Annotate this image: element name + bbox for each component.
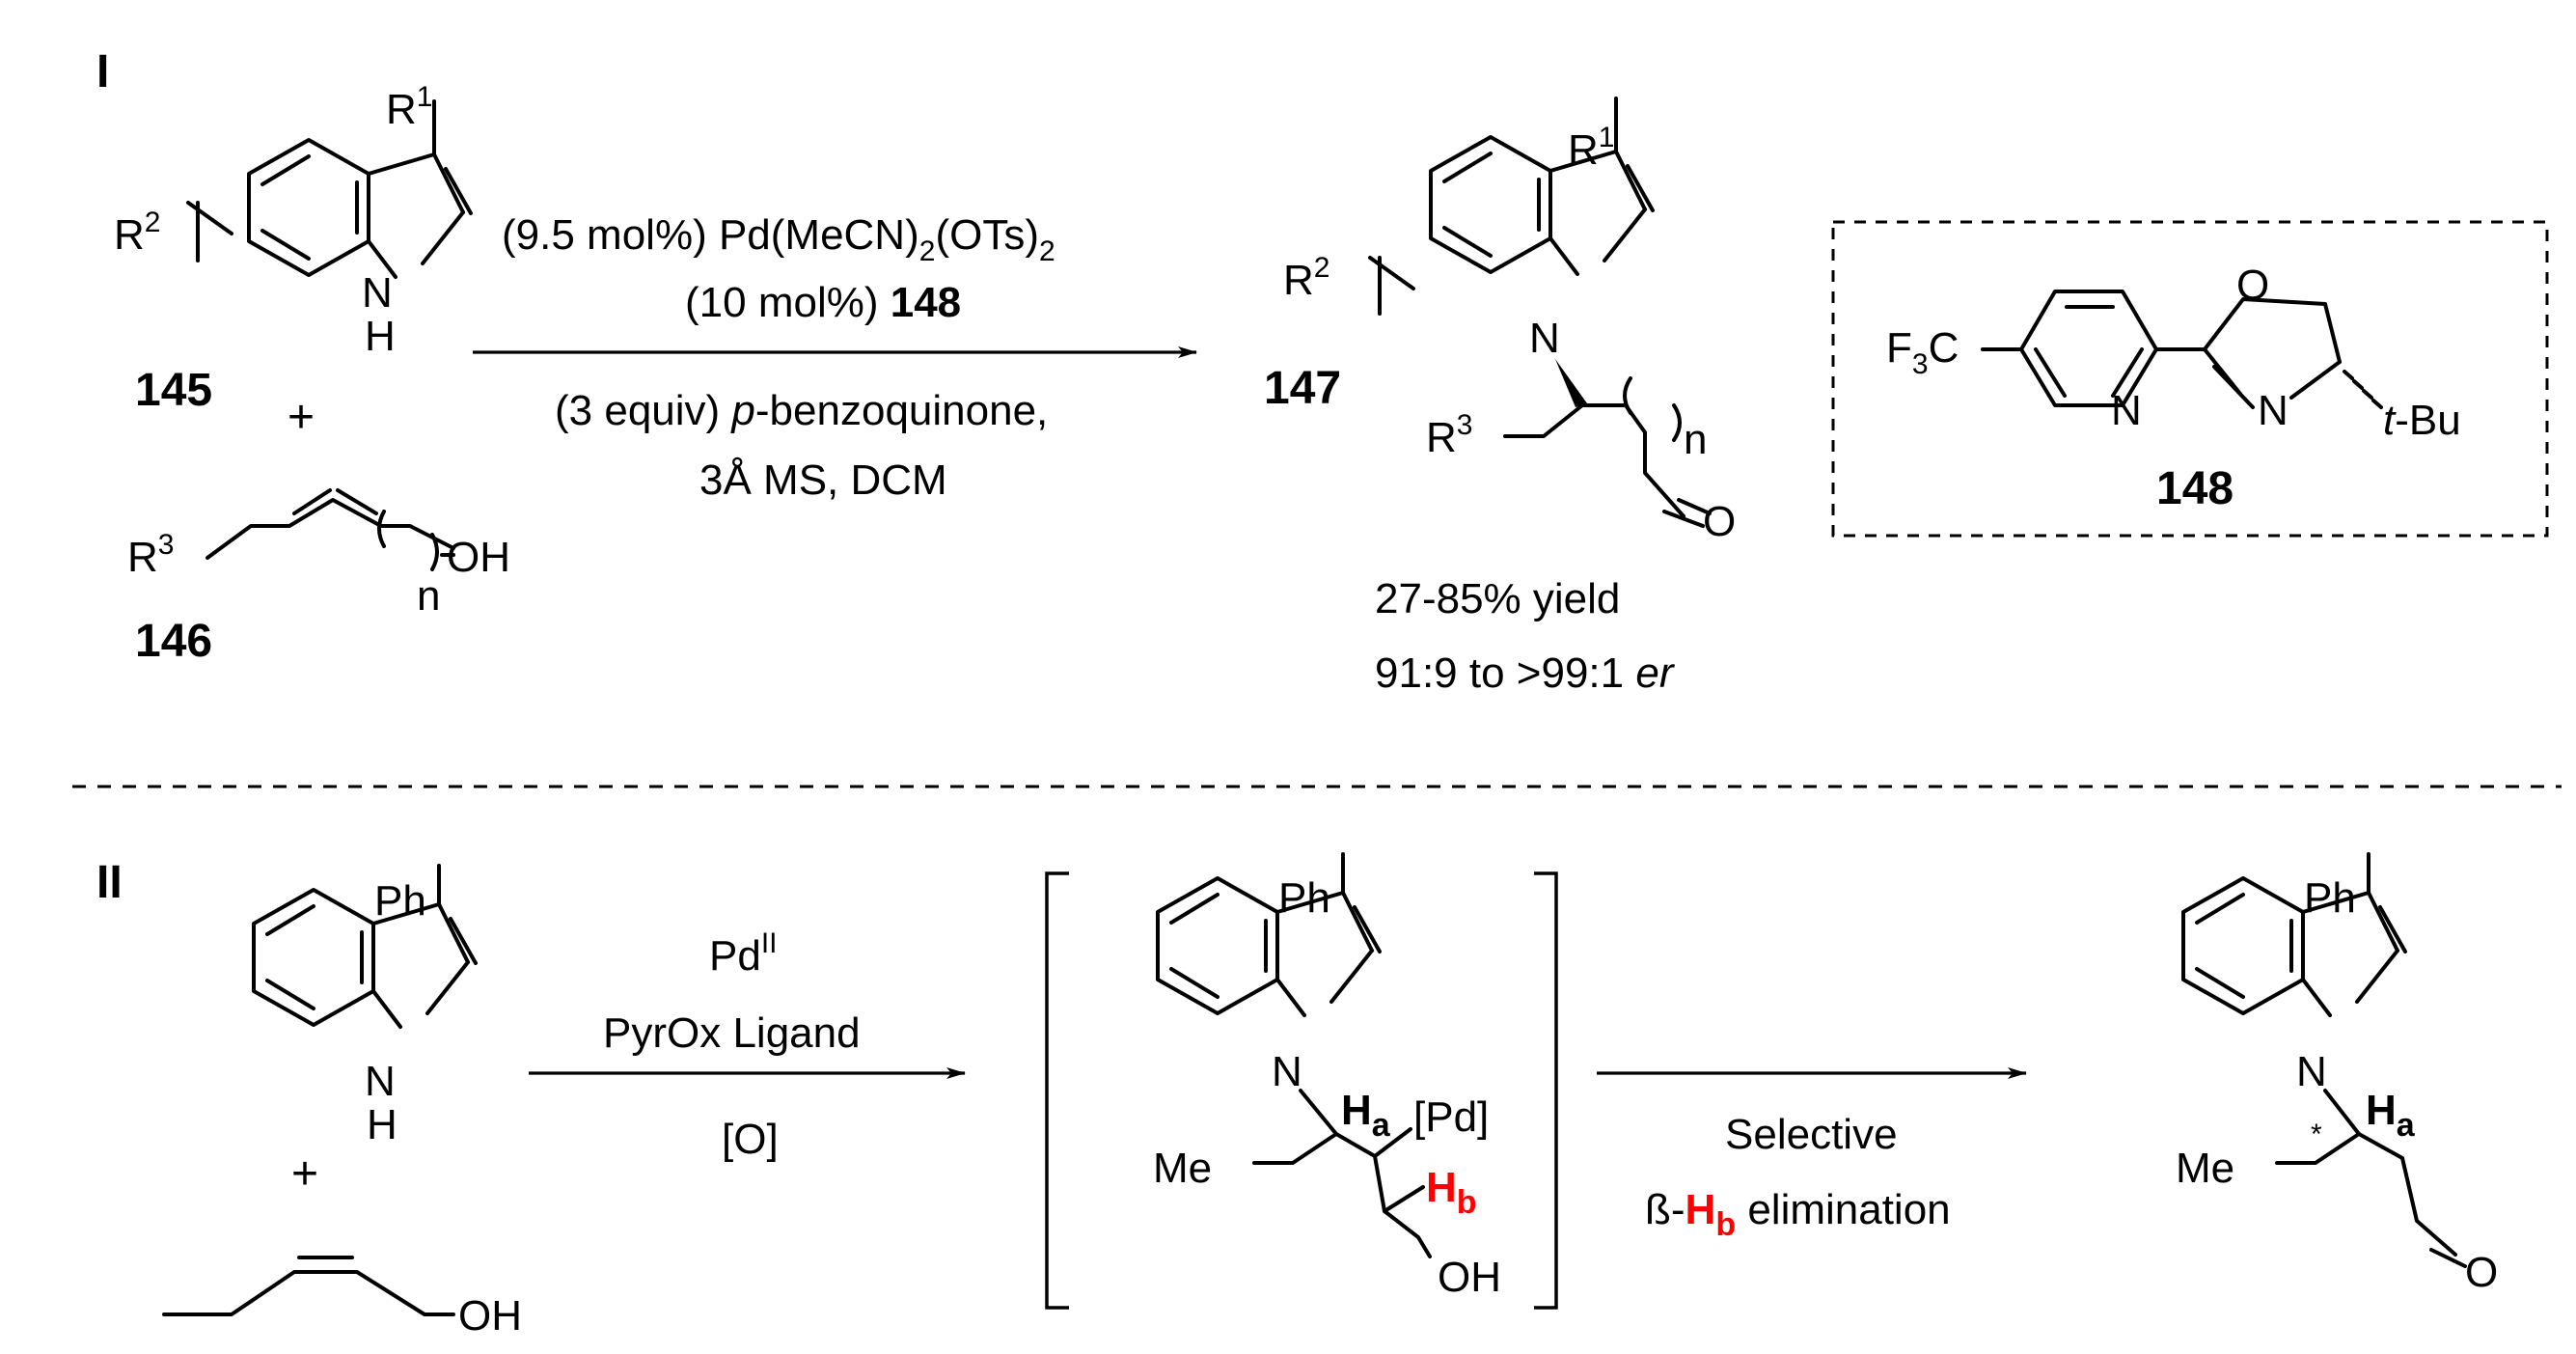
substituent-r2: R2 <box>1283 252 1329 304</box>
carbonyl-oxygen: O <box>1703 498 1736 545</box>
indole-skeleton <box>2181 852 2407 1017</box>
step-label-line-2: ß-Hb elimination <box>1645 1186 1951 1243</box>
pyridine-nitrogen: N <box>2111 387 2142 434</box>
condition-line-2: (10 mol%) 148 <box>685 279 961 326</box>
phenyl-group: Ph <box>374 877 426 925</box>
product-147: R1 R2 N R3 n O 147 27-85% yield 91:9 to … <box>1264 97 1736 697</box>
er-text: 91:9 to >99:1 er <box>1375 649 1676 697</box>
palladium-label: [Pd] <box>1413 1093 1489 1141</box>
condition-oxidant: [O] <box>722 1116 779 1163</box>
tbu-group: t-Bu <box>2383 397 2461 444</box>
condition-line-4: 3Å MS, DCM <box>699 456 947 504</box>
substituent-r2: R2 <box>114 207 160 259</box>
compound-id-148: 148 <box>2156 463 2233 514</box>
hydroxyl: OH <box>458 1292 522 1340</box>
carbonyl-oxygen: O <box>2465 1249 2498 1296</box>
step-label-line-1: Selective <box>1725 1111 1898 1158</box>
indole-reactant: Ph N H <box>252 864 478 1148</box>
hydrogen-a: Ha <box>1341 1087 1391 1144</box>
hydroxyl: OH <box>447 534 510 581</box>
condition-line-3: (3 equiv) p-benzoquinone, <box>555 387 1048 434</box>
conditions-part-one: (9.5 mol%) Pd(MeCN)2(OTs)2 (10 mol%) 148… <box>473 211 1197 504</box>
condition-line-1: (9.5 mol%) Pd(MeCN)2(OTs)2 <box>502 211 1055 267</box>
indole-skeleton <box>252 864 478 1029</box>
hydrogen-a: Ha <box>2366 1087 2416 1144</box>
indole-skeleton <box>247 99 473 279</box>
nitrogen-atom: N <box>1529 315 1560 362</box>
phenyl-group: Ph <box>1278 874 1330 922</box>
cf3-group: F3C <box>1886 324 1959 380</box>
hydroxyl: OH <box>1438 1254 1501 1301</box>
indole-skeleton <box>1429 97 1655 276</box>
alcohol-reactant: OH <box>162 1256 522 1340</box>
methyl-group: Me <box>1153 1145 1212 1192</box>
nitrogen-atom: N <box>2296 1048 2327 1095</box>
nh-hydrogen: H <box>367 1101 397 1148</box>
oxazoline-nitrogen: N <box>2258 387 2288 434</box>
dashed-frame <box>1831 220 2549 538</box>
part-label: I <box>96 46 109 97</box>
compound-id-145: 145 <box>135 365 212 416</box>
compound-id-147: 147 <box>1264 363 1341 414</box>
substituent-r1: R1 <box>386 81 432 133</box>
alcohol-reactant-146: R3 OH n 146 <box>127 488 510 667</box>
methyl-group: Me <box>2176 1145 2234 1192</box>
nitrogen-atom: N <box>1272 1048 1302 1095</box>
substituent-r1: R1 <box>1568 122 1614 174</box>
compound-id-146: 146 <box>135 616 212 667</box>
wedge-bond <box>1555 359 1587 407</box>
r3-group: R3 <box>1426 409 1472 461</box>
ligand-148-box: F3C N O N t-Bu 148 <box>1831 220 2549 538</box>
part-one: I R1 N H R2 145 + R3 OH n <box>96 46 2549 697</box>
condition-pd: PdII <box>709 927 778 980</box>
plus-sign: + <box>288 392 315 443</box>
phenyl-group: Ph <box>2304 874 2356 922</box>
r3-group: R3 <box>127 529 174 581</box>
hydrogen-b: Hb <box>1426 1164 1477 1221</box>
nh-nitrogen: N <box>362 269 393 317</box>
conditions-part-two: PdII PyrOx Ligand [O] <box>529 927 966 1163</box>
part-label: II <box>96 857 123 908</box>
left-bracket <box>1045 871 1069 1310</box>
plus-sign: + <box>291 1148 318 1200</box>
pd-intermediate: Ph N Me Ha [Pd] Hb OH <box>1045 852 1558 1310</box>
aldehyde-product: Ph N * Me Ha O <box>2176 852 2498 1296</box>
yield-text: 27-85% yield <box>1375 575 1620 622</box>
right-bracket <box>1534 871 1558 1310</box>
chain-n: n <box>1684 416 1707 463</box>
oxazoline-oxygen: O <box>2236 262 2269 309</box>
chain-n: n <box>417 572 440 620</box>
nh-hydrogen: H <box>365 313 396 360</box>
elimination-step: Selective ß-Hb elimination <box>1597 1067 2027 1243</box>
part-two: II Ph N H + OH PdII PyrOx Ligand [O] <box>96 852 2498 1340</box>
nh-nitrogen: N <box>365 1058 396 1105</box>
stereocenter-mark: * <box>2311 1119 2322 1150</box>
condition-ligand: PyrOx Ligand <box>603 1009 861 1057</box>
indole-reactant-145: R1 N H R2 145 <box>114 81 473 416</box>
indole-skeleton <box>1156 852 1382 1017</box>
